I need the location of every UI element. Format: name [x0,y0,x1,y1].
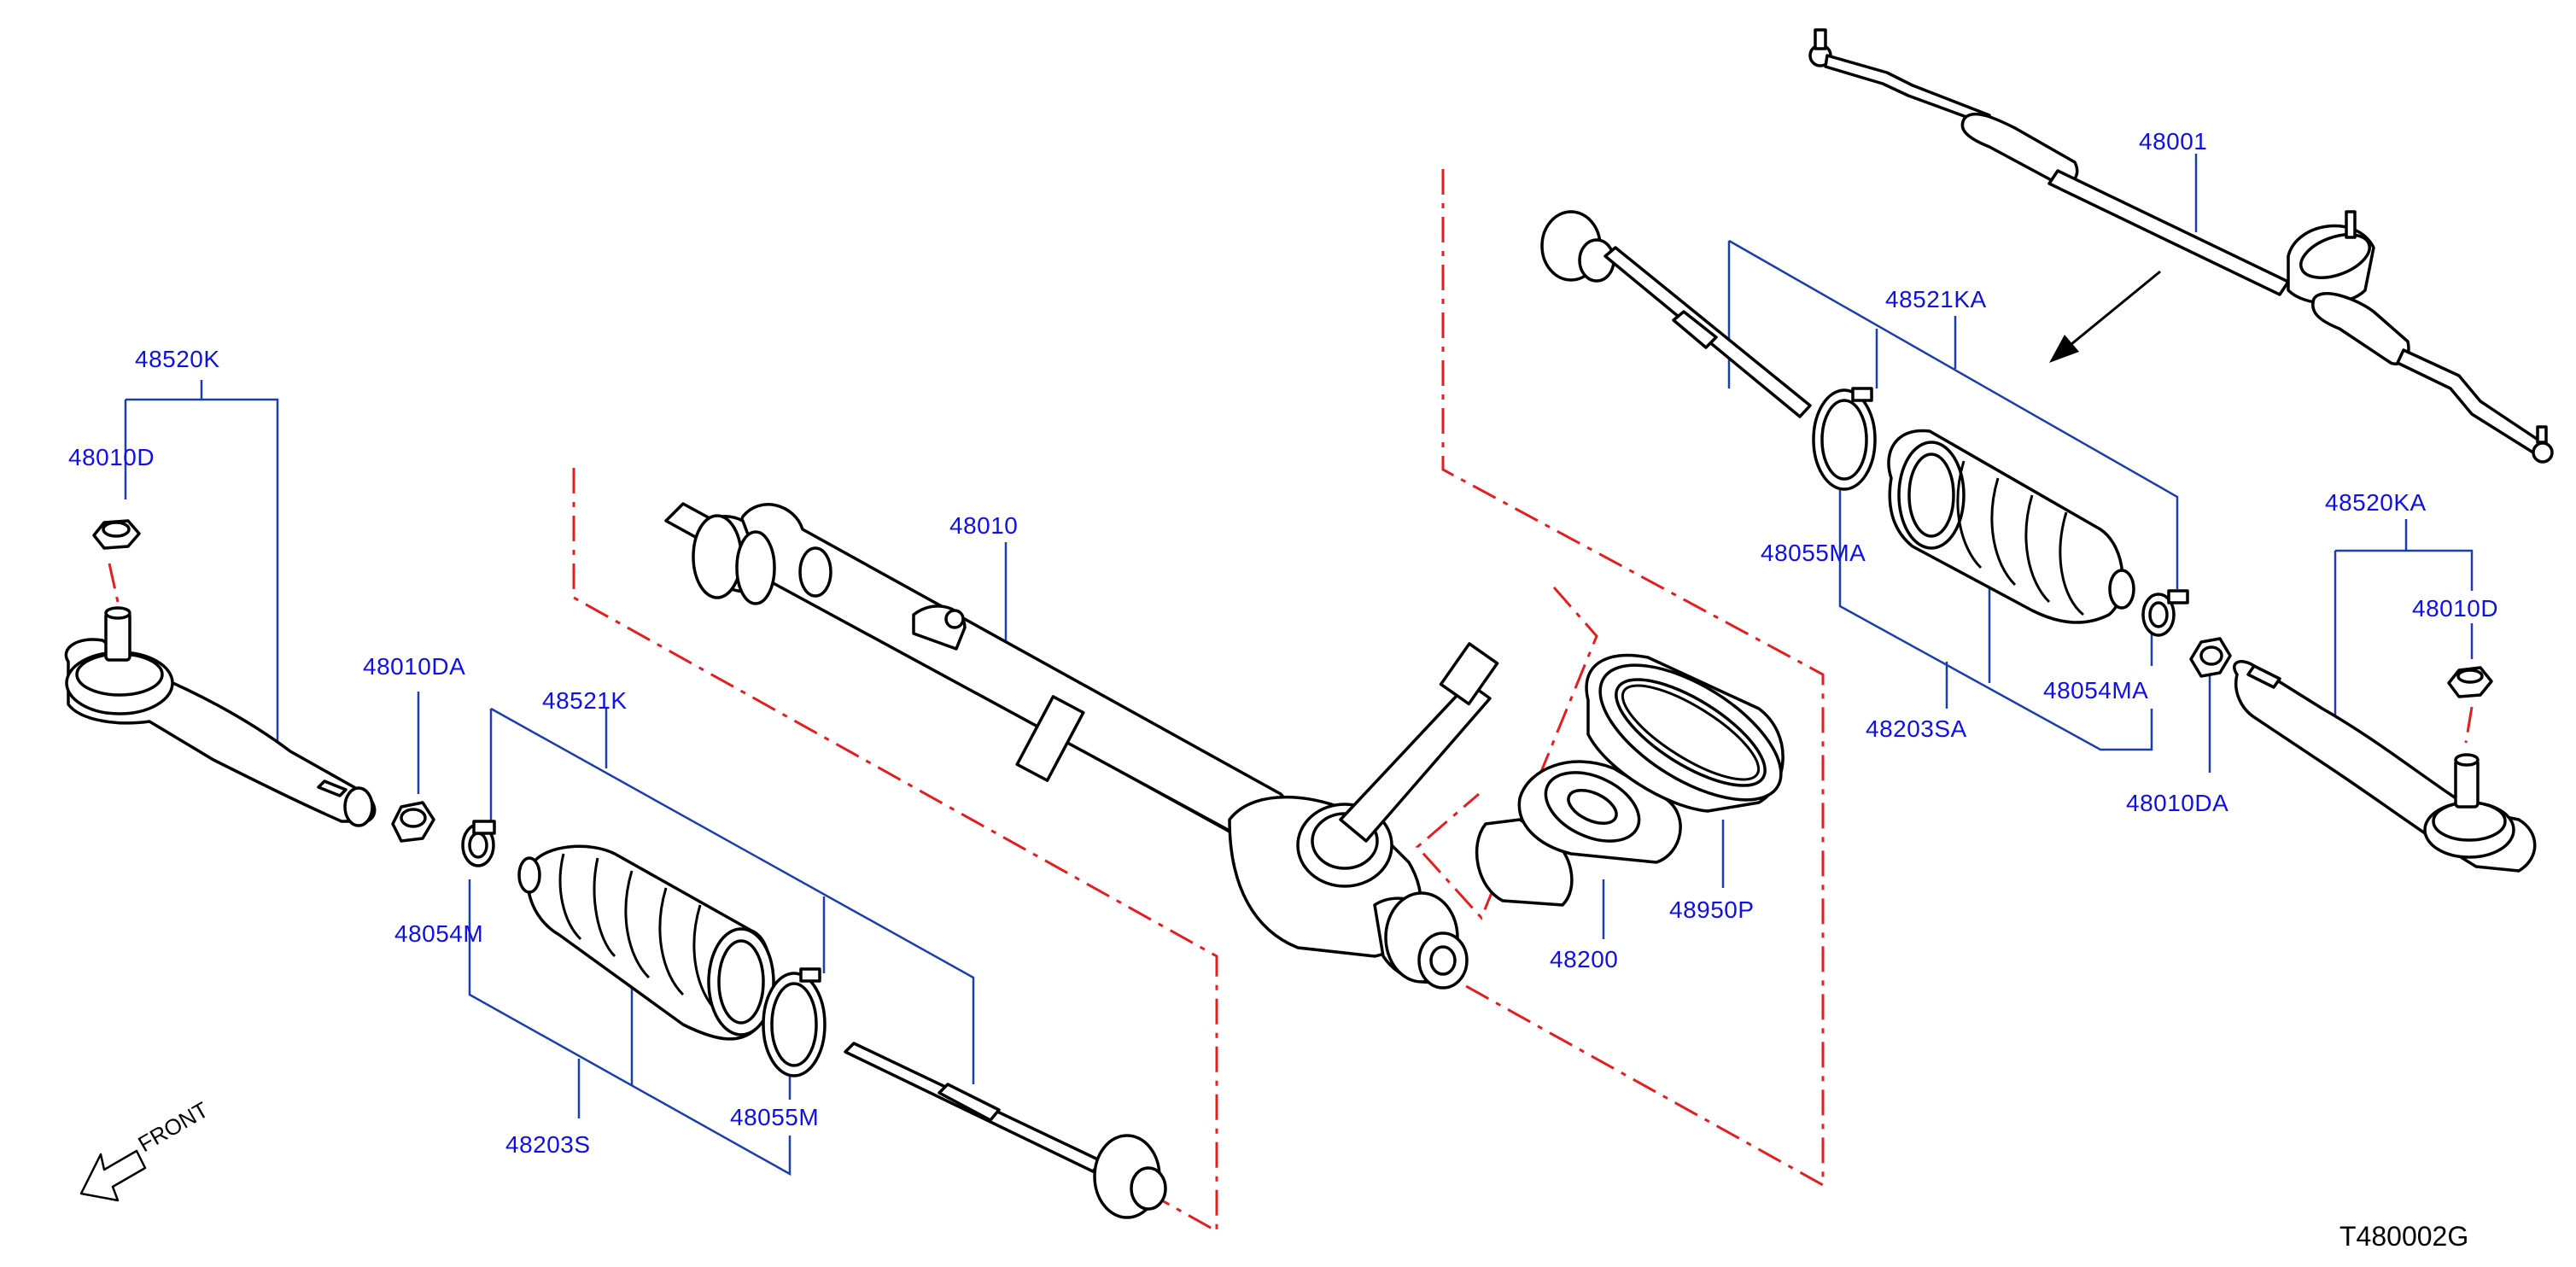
left-castle-nut [92,519,141,550]
part-label-48010D[interactable]: 48010D [68,444,155,470]
steering-rack [664,502,1499,990]
right-tie-rod-end [2233,660,2537,873]
part-label-48010DA[interactable]: 48010DA [363,653,466,680]
right-inner-tie-rod [1540,210,1812,418]
right-boot [1887,429,2135,624]
part-label-48055M[interactable]: 48055M [730,1104,820,1130]
column-seal [1475,760,1682,907]
direction-arrow-icon [2049,270,2161,363]
front-arrow-icon [79,1149,147,1202]
leader-lines [124,154,2474,1176]
left-large-clamp [762,967,827,1077]
part-label-48054MA[interactable]: 48054MA [2043,677,2149,704]
rack-assembly-overview [1808,28,2554,464]
right-lock-nut [2189,637,2232,678]
phantom-lines [108,169,2474,1234]
part-label-48010DA-right[interactable]: 48010DA [2126,790,2229,816]
part-label-48200[interactable]: 48200 [1550,946,1619,972]
left-inner-tie-rod [844,1042,1167,1219]
part-label-48950P[interactable]: 48950P [1669,896,1755,923]
left-small-clamp [461,820,496,867]
part-label-48521KA[interactable]: 48521KA [1885,286,1987,312]
right-small-clamp [2141,589,2189,637]
right-castle-nut [2447,666,2493,698]
dash-grommet [1585,653,1785,813]
part-label-48010D-right[interactable]: 48010D [2412,595,2499,622]
part-label-48203S[interactable]: 48203S [505,1131,591,1158]
part-label-48520KA[interactable]: 48520KA [2325,489,2427,516]
part-label-48520K[interactable]: 48520K [135,346,220,372]
diagram-reference: T480002G [2339,1221,2469,1252]
left-boot [517,844,775,1041]
part-label-48010[interactable]: 48010 [949,512,1019,539]
left-lock-nut [391,801,435,843]
left-tie-rod-end [64,606,377,827]
part-label-48203SA[interactable]: 48203SA [1866,715,1967,742]
part-label-48001[interactable]: 48001 [2139,128,2208,155]
right-large-clamp [1812,387,1877,491]
part-label-48055MA[interactable]: 48055MA [1761,540,1866,566]
part-label-48521K[interactable]: 48521K [542,687,628,714]
part-label-48054M[interactable]: 48054M [394,920,484,947]
